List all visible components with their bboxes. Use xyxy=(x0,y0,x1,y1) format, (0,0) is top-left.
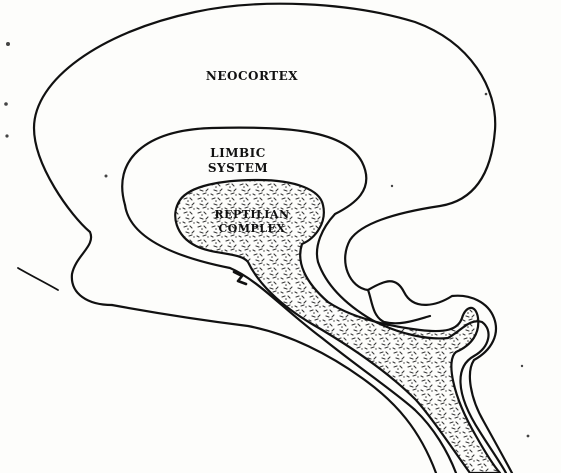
label-limbic-line1: LIMBIC xyxy=(210,146,266,160)
speck xyxy=(391,185,393,187)
speck xyxy=(521,365,523,367)
speck xyxy=(4,102,8,106)
stray-stroke xyxy=(18,268,58,290)
label-reptilian-line2: COMPLEX xyxy=(219,222,286,235)
label-limbic-line2: SYSTEM xyxy=(208,161,268,175)
cerebellum-fold xyxy=(368,290,430,323)
speck xyxy=(485,93,488,96)
speck xyxy=(6,42,10,46)
small-mark xyxy=(234,272,246,284)
speck xyxy=(105,175,108,178)
label-reptilian-line1: REPTILIAN xyxy=(214,208,289,221)
speck xyxy=(527,435,530,438)
speck xyxy=(5,134,8,137)
label-neocortex: NEOCORTEX xyxy=(206,69,298,83)
